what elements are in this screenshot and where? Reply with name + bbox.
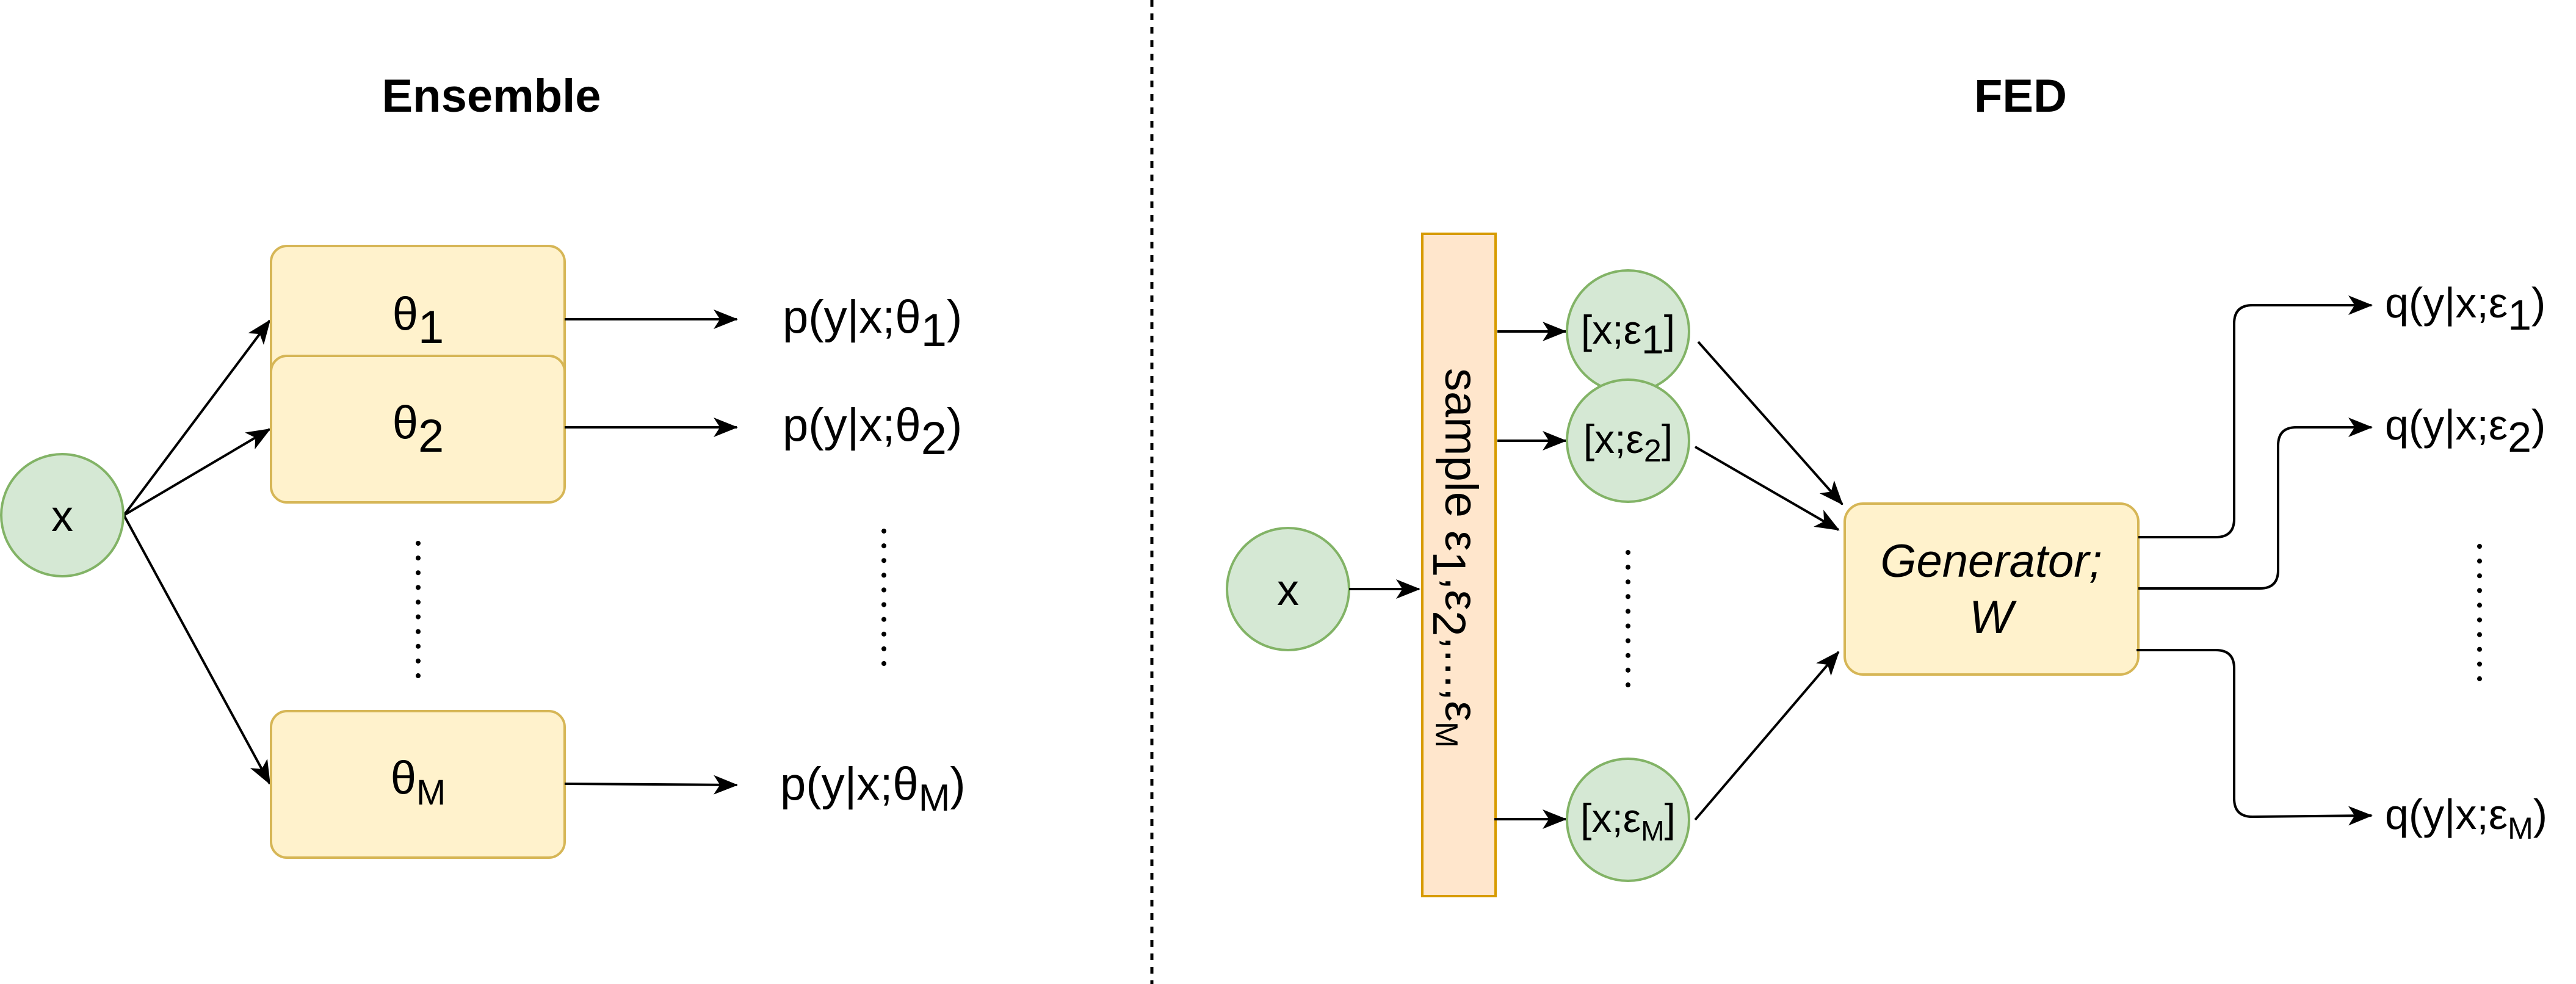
fed-output-1: q(y|x;ε1) xyxy=(2385,279,2545,339)
ensemble-output-m-sub: M xyxy=(919,777,950,819)
model-label-theta-2: θ2 xyxy=(393,397,444,462)
fed-title: FED xyxy=(1974,70,2067,122)
edge-x-theta-m xyxy=(123,515,271,785)
sampler-eps-m: ,...,ε xyxy=(1435,637,1487,722)
ensemble-input-label: x xyxy=(51,492,73,541)
fed-output-m-sub: M xyxy=(2508,811,2533,845)
ensemble-title: Ensemble xyxy=(382,70,601,122)
sample-label-1: [x;ε1] xyxy=(1581,307,1675,362)
fed-input-label: x xyxy=(1277,566,1299,615)
generator-box xyxy=(1843,502,2140,676)
model-label-theta-m: θM xyxy=(391,752,446,812)
edge-generator-output-2 xyxy=(2138,418,2373,590)
sampler-eps-1: ε xyxy=(1435,530,1487,551)
edge-sample-m-generator xyxy=(1694,651,1840,821)
ensemble-output-1: p(y|x;θ1) xyxy=(783,291,962,356)
sampler-eps-2: ,ε xyxy=(1435,577,1487,610)
ensemble-output-1-sub: 1 xyxy=(921,305,947,356)
sample-label-2-sub: 2 xyxy=(1644,433,1662,469)
model-label-theta-1: θ1 xyxy=(393,288,444,353)
edge-x-theta-1 xyxy=(123,319,271,516)
fed-output-m-base: q(y|x;ε xyxy=(2385,790,2508,838)
sampler-label-text: sample xyxy=(1435,368,1487,530)
ensemble-output-2: p(y|x;θ2) xyxy=(783,399,962,465)
model-label-theta-1-sub: 1 xyxy=(418,302,444,353)
edge-sample-2-generator xyxy=(1694,446,1840,531)
sample-label-2: [x;ε2] xyxy=(1583,416,1673,469)
edge-generator-output-m xyxy=(2136,649,2373,826)
sample-label-2-base: [x;ε xyxy=(1583,416,1644,461)
ensemble-output-m-end: ) xyxy=(950,758,965,810)
fed-output-2: q(y|x;ε2) xyxy=(2385,401,2545,461)
ensemble-output-2-end: ) xyxy=(947,399,962,451)
model-label-theta-1-base: θ xyxy=(393,288,418,340)
generator-label-line1: Generator; xyxy=(1880,535,2102,587)
ensemble-input-node xyxy=(0,453,125,577)
edge-sample-1-generator xyxy=(1697,341,1843,505)
sample-label-m-sub: M xyxy=(1641,815,1664,847)
sample-label-m-base: [x;ε xyxy=(1580,795,1641,841)
sampler-bar xyxy=(1421,233,1497,897)
ensemble-output-2-sub: 2 xyxy=(921,413,947,465)
sampler-eps-1-sub: 1 xyxy=(1423,551,1475,577)
model-label-theta-m-sub: M xyxy=(416,773,446,812)
sample-label-m-end: ] xyxy=(1665,795,1676,841)
edge-theta-m-output xyxy=(564,775,738,795)
sample-label-1-base: [x;ε xyxy=(1581,307,1641,352)
sampler-label: sample ε1,ε2,...,εM xyxy=(1423,368,1487,748)
sample-label-2-end: ] xyxy=(1662,416,1673,461)
ensemble-output-m: p(y|x;θM) xyxy=(780,758,966,819)
model-box-theta-2 xyxy=(270,355,566,504)
generator-label-line2: W xyxy=(1969,591,2017,643)
model-label-theta-m-base: θ xyxy=(391,752,416,804)
fed-output-1-base: q(y|x;ε xyxy=(2385,279,2508,327)
ensemble-output-1-base: p(y|x;θ xyxy=(783,291,921,343)
fed-output-1-end: ) xyxy=(2531,279,2545,327)
fed-output-2-base: q(y|x;ε xyxy=(2385,401,2508,449)
model-label-theta-2-base: θ xyxy=(393,397,418,449)
model-label-theta-2-sub: 2 xyxy=(418,410,444,462)
sample-node-2 xyxy=(1566,378,1690,503)
fed-panel: FED x sample ε1,ε2,...,εM [x;ε1] [x;ε2] … xyxy=(1226,70,2547,897)
edge-generator-output-1 xyxy=(2138,295,2373,538)
fed-output-m: q(y|x;εM) xyxy=(2385,790,2547,845)
fed-output-m-end: ) xyxy=(2533,790,2547,838)
sample-label-m: [x;εM] xyxy=(1580,795,1676,847)
sample-label-1-sub: 1 xyxy=(1641,317,1664,362)
fed-output-2-end: ) xyxy=(2531,401,2545,449)
sample-label-1-end: ] xyxy=(1664,307,1675,352)
sampler-eps-m-sub: M xyxy=(1428,722,1464,748)
ensemble-panel: Ensemble x θ1 θ2 θM p(y|x;θ1) xyxy=(0,70,966,859)
ensemble-output-2-base: p(y|x;θ xyxy=(783,399,921,451)
sampler-eps-2-sub: 2 xyxy=(1423,610,1475,636)
fed-output-2-sub: 2 xyxy=(2508,413,2531,461)
ensemble-output-1-end: ) xyxy=(947,291,962,343)
sample-node-m xyxy=(1566,758,1690,882)
edge-x-theta-2 xyxy=(123,428,271,516)
ensemble-output-m-base: p(y|x;θ xyxy=(780,758,919,810)
fed-output-1-sub: 1 xyxy=(2508,291,2531,339)
